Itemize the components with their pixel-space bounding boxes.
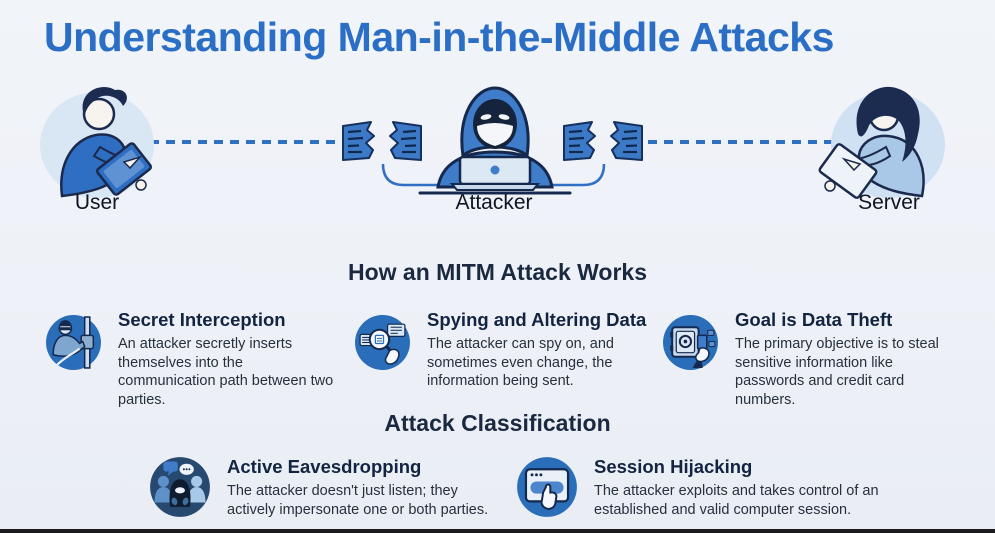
item-title: Secret Interception xyxy=(118,309,286,330)
hooded-hacker-laptop-icon xyxy=(418,86,572,195)
section-heading-attack-classification: Attack Classification xyxy=(384,410,611,436)
torn-message-icon xyxy=(563,121,643,161)
actor-label-user: User xyxy=(74,191,120,214)
session-hijacking-icon xyxy=(517,457,577,517)
item-description: The attacker exploits and takes control … xyxy=(594,483,879,518)
wiretap-icon xyxy=(46,315,101,370)
item-description: The attacker can spy on, and sometimes e… xyxy=(427,336,614,390)
woman-with-tablet-icon xyxy=(818,86,945,199)
page-title: Understanding Man-in-the-Middle Attacks xyxy=(44,14,834,60)
vault-theft-icon xyxy=(663,315,718,370)
item-title: Spying and Altering Data xyxy=(427,309,647,330)
section-heading-how-mitm-works: How an MITM Attack Works xyxy=(347,259,648,285)
list-item-data-theft: Goal is Data Theft The primary objective… xyxy=(662,307,965,409)
item-description: The attacker doesn't just listen; they a… xyxy=(227,483,489,518)
list-item-spying-altering: Spying and Altering Data The attacker ca… xyxy=(354,307,646,391)
list-item-active-eavesdropping: Active Eavesdropping The attacker doesn'… xyxy=(149,454,509,519)
item-title: Goal is Data Theft xyxy=(735,309,893,330)
item-description: The primary objective is to steal sensit… xyxy=(735,336,939,408)
actor-label-server: Server xyxy=(858,191,920,214)
actor-label-attacker: Attacker xyxy=(455,191,533,214)
intercept-connectors xyxy=(381,163,606,187)
item-description: An attacker secretly inserts themselves … xyxy=(118,336,334,408)
magnifier-documents-icon xyxy=(355,315,410,370)
list-item-secret-interception: Secret Interception An attacker secretly… xyxy=(45,307,336,409)
eavesdropping-icon xyxy=(150,457,210,517)
item-title: Active Eavesdropping xyxy=(227,456,422,477)
list-item-session-hijacking: Session Hijacking The attacker exploits … xyxy=(516,454,896,519)
item-title: Session Hijacking xyxy=(594,456,753,477)
user-with-tablet-icon xyxy=(40,86,154,198)
bottom-edge-bar xyxy=(0,529,995,533)
torn-message-icon xyxy=(342,121,422,161)
mitm-flow-diagram xyxy=(40,86,945,199)
